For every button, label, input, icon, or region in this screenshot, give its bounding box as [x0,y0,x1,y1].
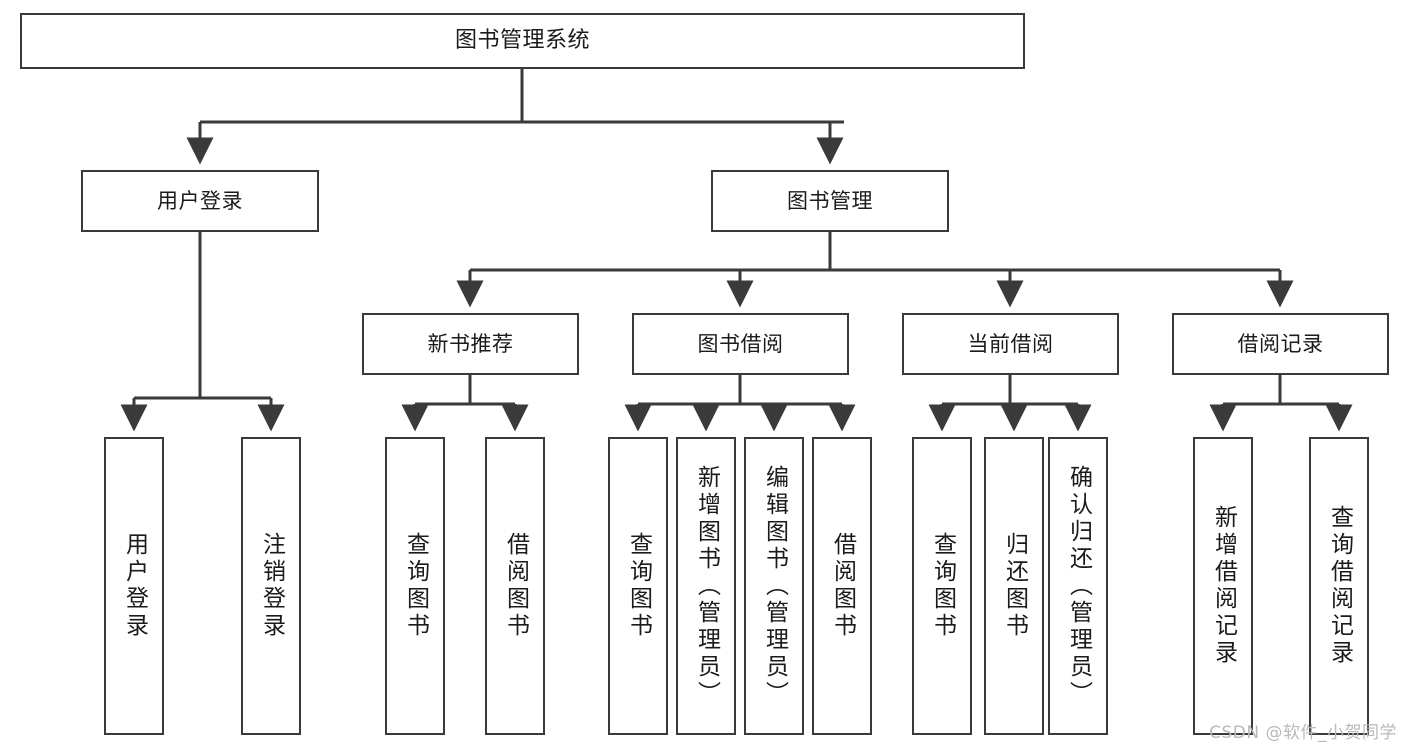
leaf-query-book-current[interactable]: 查询图书 [912,437,972,735]
leaf-query-book-current-label: 查询图书 [929,532,956,640]
leaf-borrow-book-recommend-label: 借阅图书 [502,532,529,640]
leaf-edit-book-admin[interactable]: 编辑图书（管理员） [744,437,804,735]
node-user-login-label: 用户登录 [157,188,243,213]
node-borrow-records[interactable]: 借阅记录 [1172,313,1389,375]
node-current-borrow-label: 当前借阅 [967,331,1054,356]
node-borrow-records-label: 借阅记录 [1237,331,1324,356]
node-root-label: 图书管理系统 [454,28,590,54]
leaf-query-borrow-record[interactable]: 查询借阅记录 [1309,437,1369,735]
leaf-query-book-borrow[interactable]: 查询图书 [608,437,668,735]
leaf-add-borrow-record-label: 新增借阅记录 [1210,505,1237,667]
node-new-book-recommend-label: 新书推荐 [427,331,514,356]
node-root[interactable]: 图书管理系统 [20,13,1025,69]
leaf-user-login-label: 用户登录 [121,532,148,640]
leaf-borrow-book[interactable]: 借阅图书 [812,437,872,735]
leaf-query-book-recommend[interactable]: 查询图书 [385,437,445,735]
leaf-return-book[interactable]: 归还图书 [984,437,1044,735]
leaf-query-book-borrow-label: 查询图书 [625,532,652,640]
node-new-book-recommend[interactable]: 新书推荐 [362,313,579,375]
leaf-borrow-book-recommend[interactable]: 借阅图书 [485,437,545,735]
leaf-edit-book-admin-label: 编辑图书（管理员） [761,464,788,708]
leaf-confirm-return-admin-label: 确认归还（管理员） [1065,464,1092,708]
node-current-borrow[interactable]: 当前借阅 [902,313,1119,375]
leaf-add-borrow-record[interactable]: 新增借阅记录 [1193,437,1253,735]
leaf-add-book-admin-label: 新增图书（管理员） [693,464,720,708]
watermark-text: CSDN @软件_小贺同学 [1209,723,1397,743]
leaf-logout[interactable]: 注销登录 [241,437,301,735]
leaf-return-book-label: 归还图书 [1001,532,1028,640]
node-book-management[interactable]: 图书管理 [711,170,949,232]
leaf-query-book-recommend-label: 查询图书 [402,532,429,640]
leaf-add-book-admin[interactable]: 新增图书（管理员） [676,437,736,735]
leaf-query-borrow-record-label: 查询借阅记录 [1326,505,1353,667]
node-book-management-label: 图书管理 [787,188,873,213]
node-book-borrow[interactable]: 图书借阅 [632,313,849,375]
leaf-borrow-book-label: 借阅图书 [829,532,856,640]
leaf-confirm-return-admin[interactable]: 确认归还（管理员） [1048,437,1108,735]
leaf-logout-label: 注销登录 [258,532,285,640]
node-user-login[interactable]: 用户登录 [81,170,319,232]
node-book-borrow-label: 图书借阅 [697,331,784,356]
leaf-user-login[interactable]: 用户登录 [104,437,164,735]
